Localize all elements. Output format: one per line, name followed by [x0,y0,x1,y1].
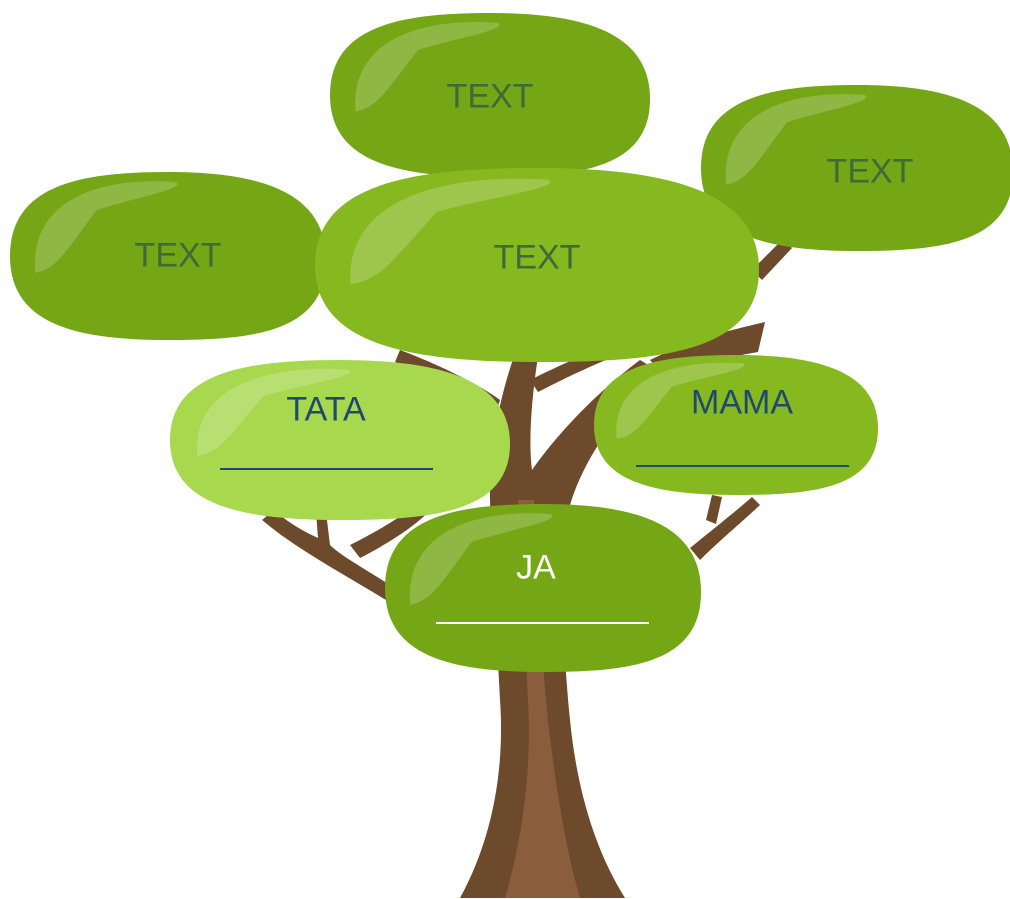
name-line-ja [436,622,649,624]
leaf-highlight-tata [196,368,351,456]
node-label-top: TEXT [446,77,534,116]
leaf-bubble-center [315,168,759,362]
leaf-bubble-mama [594,355,878,495]
name-line-mama [636,465,849,467]
branch-right-lower [690,497,760,560]
leaf-bubbles [10,13,1010,672]
leaf-highlight-ja [409,513,553,605]
name-line-tata [220,468,433,470]
leaf-bubble-right [701,85,1010,251]
node-label-ja: JA [516,548,556,587]
node-label-mama: MAMA [691,383,793,422]
branch-far-right [752,240,792,280]
leaf-highlight-mama [616,362,745,439]
node-label-tata: TATA [286,390,366,429]
leaf-bubble-top [330,13,650,177]
leaf-bubble-left [10,172,326,340]
leaf-highlight-left [34,181,178,273]
leaf-highlight-top [355,22,500,112]
leaf-highlight-right [725,94,867,185]
leaf-bubble-ja [385,504,701,672]
node-label-left: TEXT [134,236,222,275]
leaf-highlight-center [350,178,551,285]
node-label-right: TEXT [826,152,914,191]
branch-right-lower-2 [706,495,722,524]
node-label-center: TEXT [493,238,581,277]
branch-left-lower [262,510,390,600]
leaf-bubble-tata [170,360,510,520]
